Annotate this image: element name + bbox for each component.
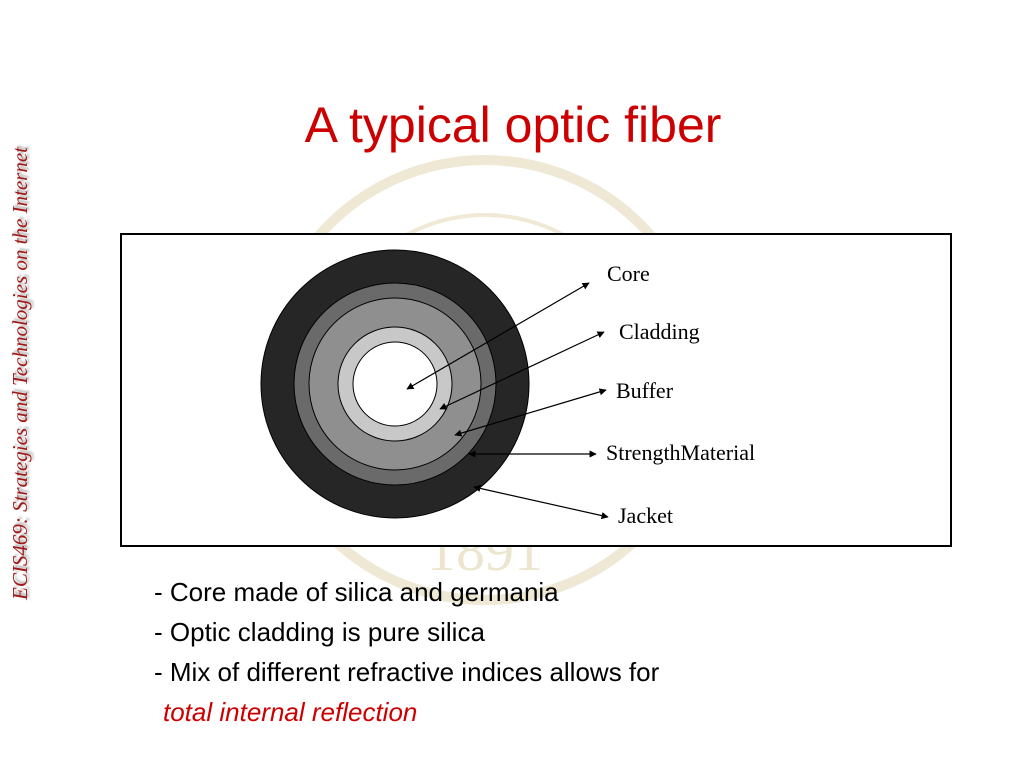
bullet-list: - Core made of silica and germania - Opt… — [154, 572, 659, 732]
bullet-item: - Mix of different refractive indices al… — [154, 657, 660, 687]
bullet-item: - Core made of silica and germania — [154, 577, 559, 607]
slide-title-text: A typical optic fiber — [304, 97, 722, 153]
jacket-label: Jacket — [618, 503, 673, 528]
emphasis-text: total internal reflection — [163, 697, 418, 727]
jacket-arrow — [473, 484, 609, 520]
course-side-label: ECIS469: Strategies and Technologies on … — [8, 147, 32, 600]
bullet-item: - Optic cladding is pure silica — [154, 617, 485, 647]
buffer-arrow — [454, 388, 607, 437]
cladding-label: Cladding — [619, 319, 700, 344]
slide-title: A typical optic fiber — [0, 100, 1024, 150]
strength-material-label: StrengthMaterial — [606, 440, 756, 465]
core-layer — [352, 341, 438, 427]
buffer-label: Buffer — [616, 378, 674, 403]
fiber-cross-section — [260, 249, 609, 520]
core-label: Core — [607, 261, 650, 286]
fiber-diagram: Core Cladding Buffer StrengthMaterial Ja… — [120, 233, 952, 547]
